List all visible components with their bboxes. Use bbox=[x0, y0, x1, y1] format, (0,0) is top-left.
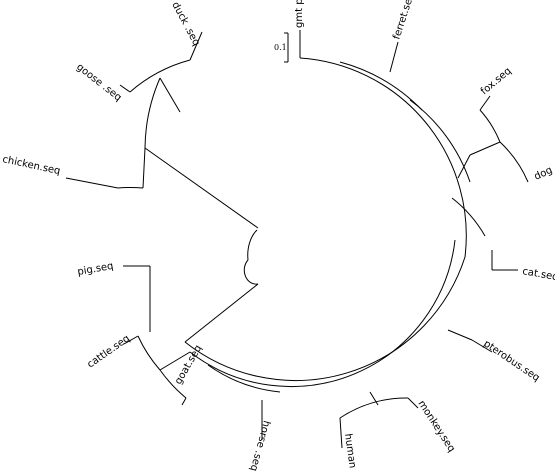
bird-clade bbox=[65, 31, 203, 189]
leaf-label-horse: horse .seq bbox=[248, 419, 272, 472]
leaf-label-ferret: ferret.seq bbox=[391, 0, 416, 41]
leaf-label-pig: pig.seq bbox=[77, 261, 115, 278]
leaf-label-cattle: cattle.seq bbox=[85, 333, 132, 370]
leaf-label-gmt: gmt p bbox=[294, 0, 305, 28]
leaf-label-monkey: monkey.seq bbox=[415, 399, 456, 455]
leaf-label-cat: cat.seq bbox=[521, 266, 555, 283]
leaf-label-pterobus: pterobus.seq bbox=[481, 338, 541, 384]
mammal-clade bbox=[123, 30, 529, 449]
leaf-label-goose: goose .seq bbox=[74, 62, 123, 104]
leaf-label-human: human bbox=[342, 433, 358, 469]
scale-bar: 0.1 bbox=[274, 32, 289, 63]
scale-bar-label: 0.1 bbox=[274, 43, 287, 52]
leaf-label-fox: fox.seq bbox=[479, 66, 514, 98]
leaf-label-goat: goat.seq bbox=[173, 343, 204, 386]
leaf-label-chicken: chicken.seq bbox=[1, 154, 61, 177]
leaf-label-duck: duck .seq bbox=[169, 0, 201, 48]
tree-backbone bbox=[144, 147, 259, 343]
leaf-label-dog: dog bbox=[533, 165, 555, 183]
